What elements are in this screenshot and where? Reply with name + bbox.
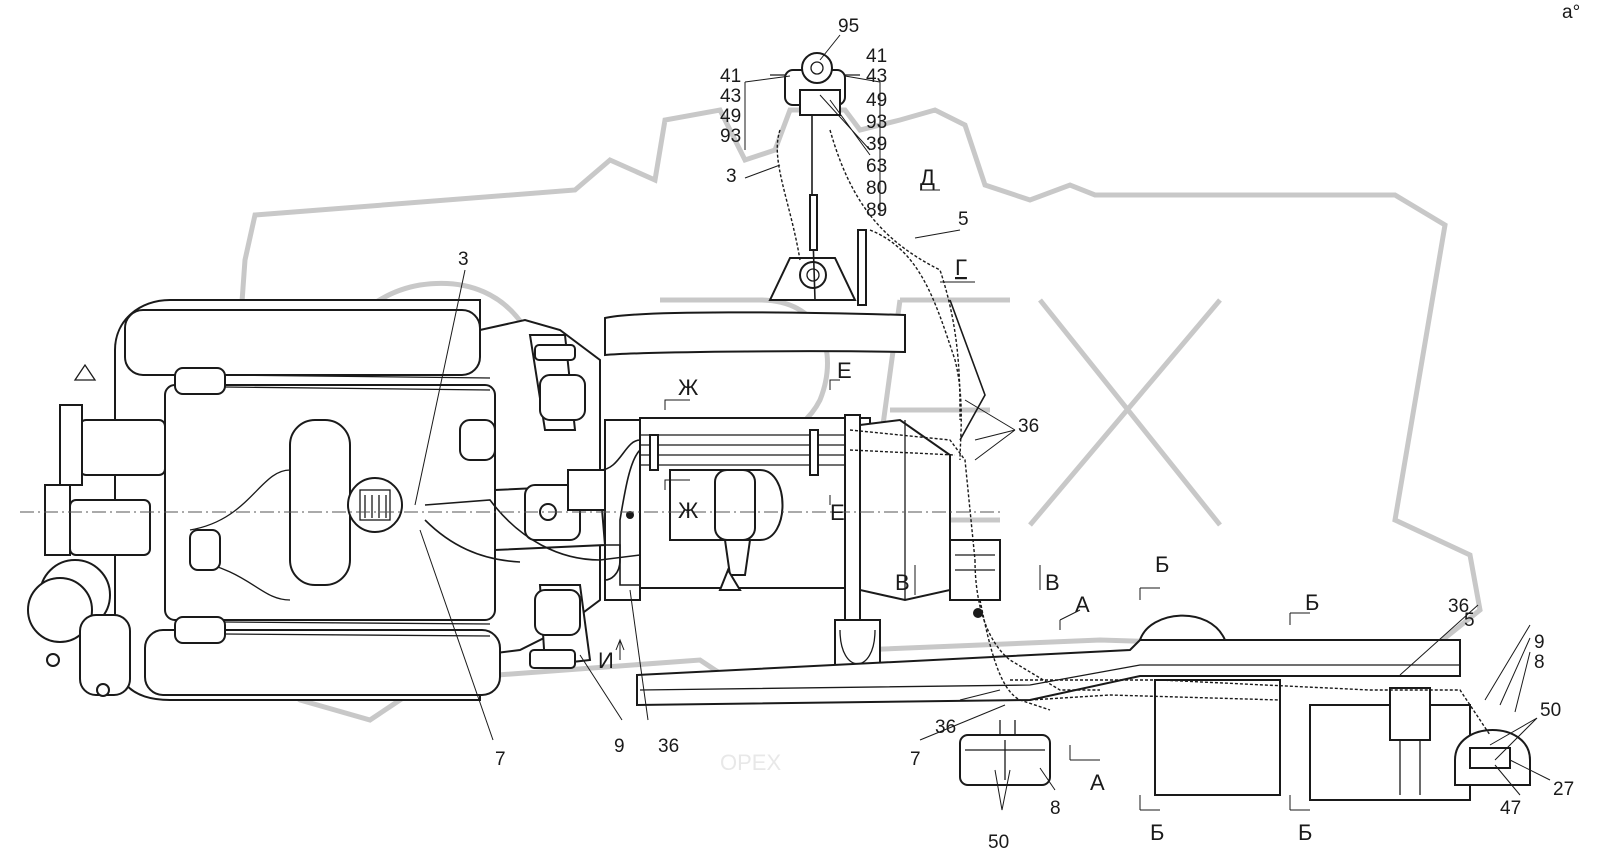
callout: 50 xyxy=(988,832,1009,853)
callout-numbers: 95 41 43 49 93 41 43 49 93 39 63 80 89 3… xyxy=(458,16,1574,853)
section-mark: Д xyxy=(920,165,935,190)
wiring-harness xyxy=(424,129,1491,736)
callout: 95 xyxy=(838,16,859,37)
section-mark: В xyxy=(895,570,910,595)
frame-rail-lower xyxy=(636,639,1461,707)
callout: 7 xyxy=(495,749,506,770)
section-mark: Е xyxy=(830,500,845,525)
callout: 3 xyxy=(458,249,469,270)
section-mark: Ж xyxy=(678,375,699,400)
starter xyxy=(69,499,151,556)
section-mark: А xyxy=(1075,592,1090,617)
oil-filler xyxy=(459,419,496,461)
callout: 49 xyxy=(866,90,887,111)
callout: 36 xyxy=(1018,416,1039,437)
callout: 8 xyxy=(1534,652,1545,673)
callout: 41 xyxy=(866,46,887,67)
engine-assembly xyxy=(27,299,609,701)
section-mark: В xyxy=(1045,570,1060,595)
section-mark: Б xyxy=(1298,820,1312,845)
corner-mark: a° xyxy=(1562,2,1580,23)
callout: 93 xyxy=(720,126,741,147)
callout: 50 xyxy=(1540,700,1561,721)
section-mark: Б xyxy=(1305,590,1319,615)
callout: 9 xyxy=(1534,632,1545,653)
section-letters: Д Г Ж Ж Е Е В В А А Б Б Б Б И xyxy=(598,165,1319,845)
callout: 36 xyxy=(1448,596,1469,617)
section-mark: Е xyxy=(837,358,852,383)
callout: 27 xyxy=(1553,779,1574,800)
callout: 89 xyxy=(866,200,887,221)
alternator xyxy=(79,419,166,476)
callout: 43 xyxy=(866,66,887,87)
callout: 8 xyxy=(1050,798,1061,819)
callout: 9 xyxy=(614,736,625,757)
watermark-text: OPEX xyxy=(720,750,781,775)
section-mark: Г xyxy=(955,255,967,280)
gearbox-assembly xyxy=(604,414,1001,681)
leader-lines xyxy=(414,34,1551,811)
callout: 36 xyxy=(935,717,956,738)
callout: 5 xyxy=(1464,610,1475,631)
callout: 80 xyxy=(866,178,887,199)
section-mark: И xyxy=(598,648,614,673)
callout: 36 xyxy=(658,736,679,757)
callout: 7 xyxy=(910,749,921,770)
junction-node xyxy=(626,511,634,519)
callout: 63 xyxy=(866,156,887,177)
section-mark: Б xyxy=(1150,820,1164,845)
section-mark: А xyxy=(1090,770,1105,795)
callout: 3 xyxy=(726,166,737,187)
frame-rails xyxy=(604,257,1531,801)
sensor-head xyxy=(770,52,867,306)
section-mark: Ж xyxy=(678,498,699,523)
section-mark: Б xyxy=(1155,552,1169,577)
callout: 43 xyxy=(720,86,741,107)
callout: 5 xyxy=(958,209,969,230)
callout: 39 xyxy=(866,134,887,155)
junction-node xyxy=(973,608,983,618)
callout: 49 xyxy=(720,106,741,127)
callout: 47 xyxy=(1500,798,1521,819)
callout: 41 xyxy=(720,66,741,87)
sensor-connector-left xyxy=(347,477,403,533)
frame-rail-upper xyxy=(604,311,906,357)
callout: 93 xyxy=(866,112,887,133)
